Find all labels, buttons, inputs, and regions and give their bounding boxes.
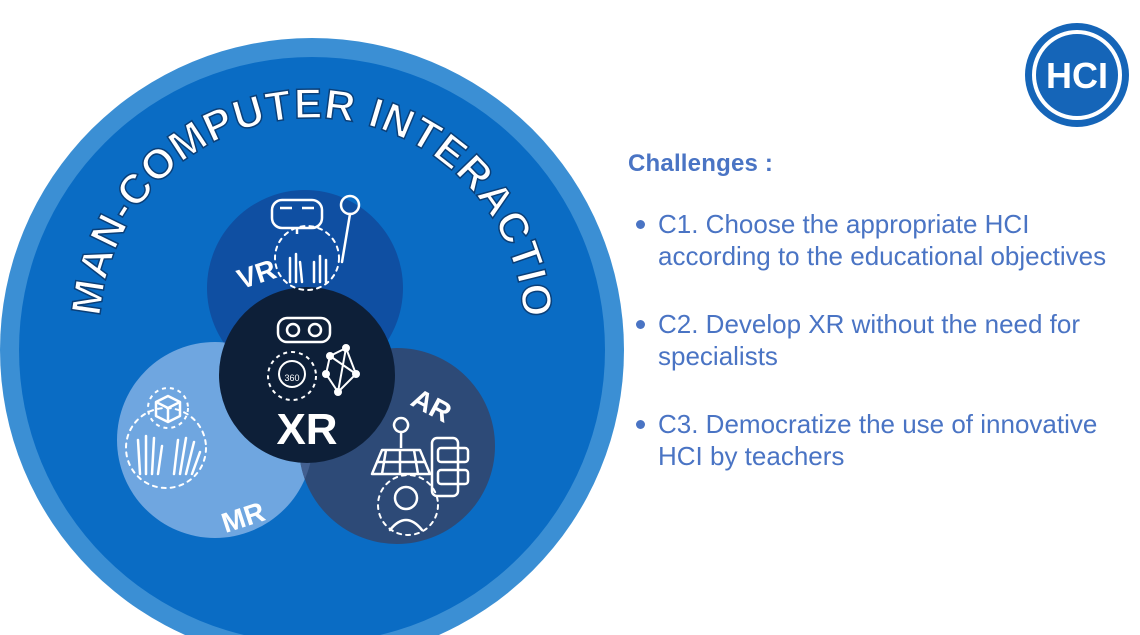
challenge-text: C1. Choose the appropriate HCI according… [658, 209, 1107, 271]
challenge-text: C2. Develop XR without the need for spec… [658, 309, 1081, 371]
xr-circle [219, 287, 395, 463]
network-icon [322, 344, 360, 396]
challenge-item: C3. Democratize the use of innovative HC… [628, 408, 1128, 472]
360-headset-icon [267, 351, 317, 401]
vr-headset-icon [270, 198, 324, 234]
challenge-list: C1. Choose the appropriate HCI according… [628, 208, 1128, 472]
bullet-icon [636, 420, 645, 429]
challenges-title: Challenges : [628, 150, 774, 177]
challenge-text: C3. Democratize the use of innovative HC… [658, 409, 1098, 471]
challenges-panel: Challenges : C1. Choose the appropriate … [628, 150, 1128, 508]
ar-map-icon [370, 416, 432, 476]
bullet-icon [636, 220, 645, 229]
hci-badge: HCI [1025, 23, 1129, 127]
ar-person-icon [377, 474, 439, 536]
controller-icon [339, 194, 361, 264]
bullet-icon [636, 320, 645, 329]
challenge-item: C1. Choose the appropriate HCI according… [628, 208, 1128, 272]
vr-headset-icon [276, 316, 332, 344]
gloves-icon [125, 407, 207, 489]
hci-badge-label: HCI [1046, 55, 1108, 96]
challenge-item: C2. Develop XR without the need for spec… [628, 308, 1128, 372]
ar-review-icon [430, 436, 470, 498]
hands-icon [274, 225, 340, 291]
xr-label: XR [276, 405, 337, 454]
360-label: 360 [284, 373, 299, 383]
